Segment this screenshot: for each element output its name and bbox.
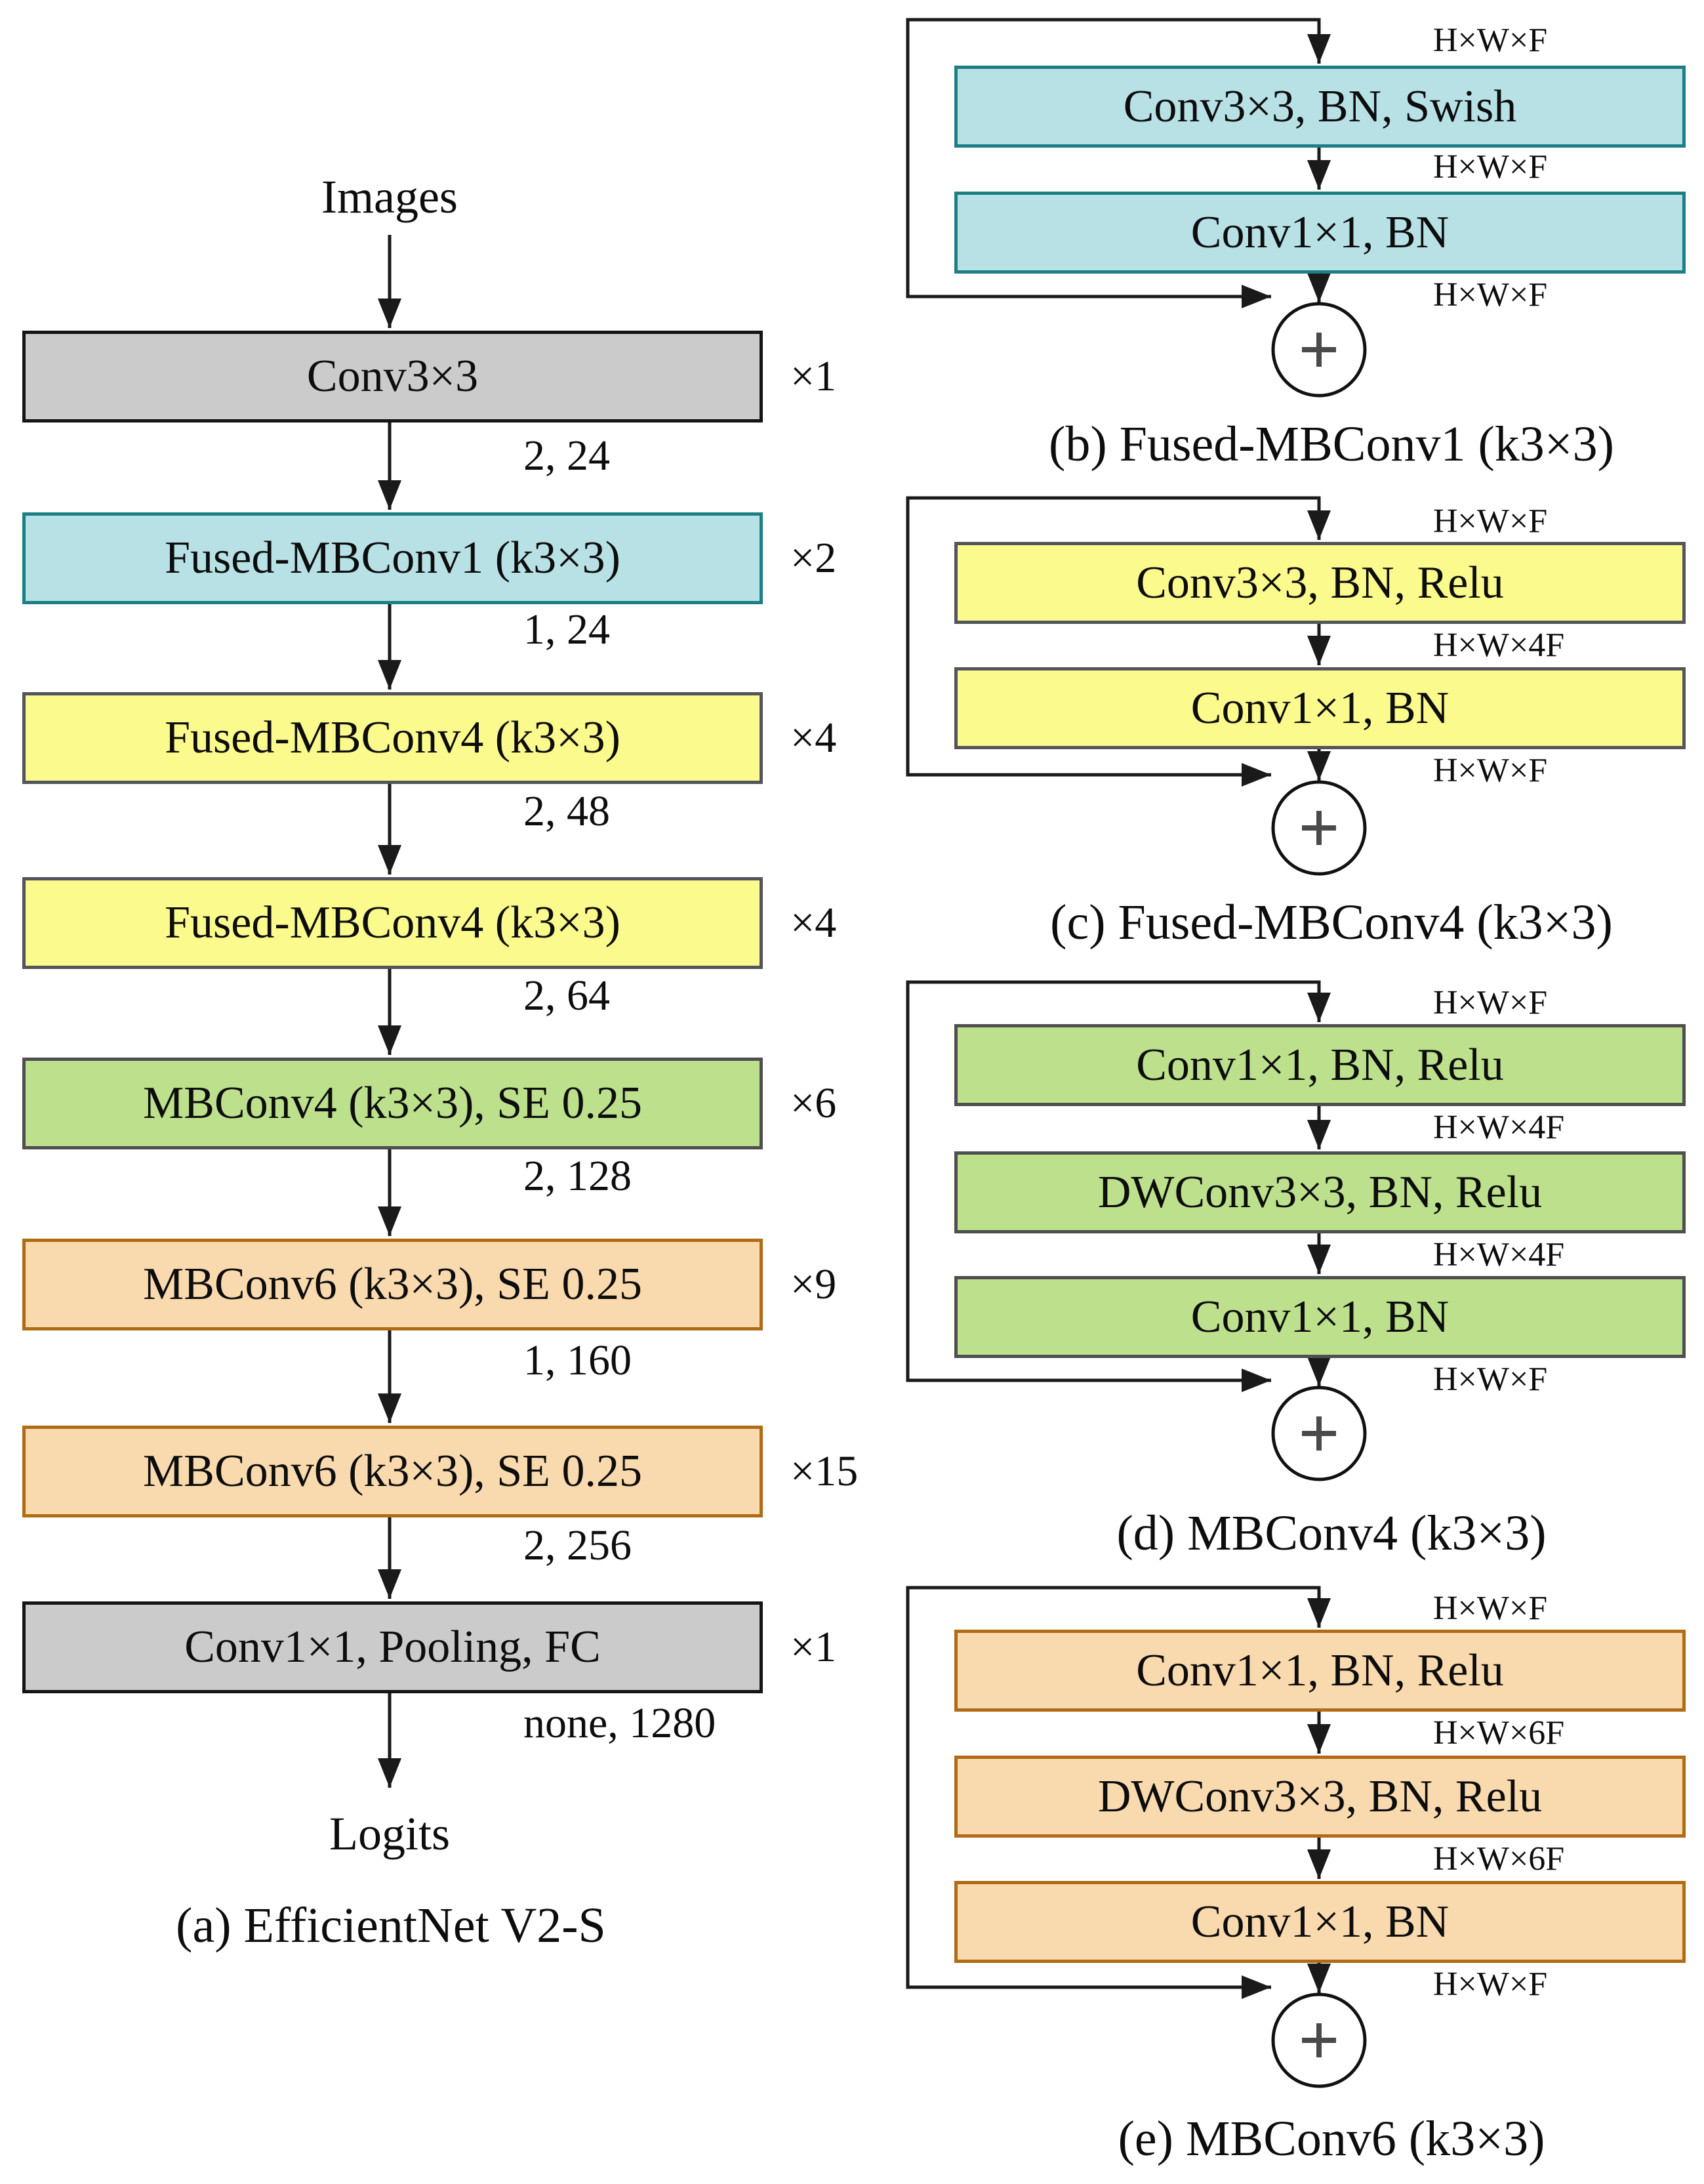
stage-label: Fused-MBConv4 (k3×3)	[165, 712, 620, 763]
panel-caption-a: (a) EfficientNet V2-S	[176, 1898, 606, 1953]
stage-fused-mbconv4-a: Fused-MBConv4 (k3×3)	[22, 692, 763, 784]
stride-channels-label: 1, 24	[523, 606, 610, 653]
plus-icon	[1302, 333, 1336, 367]
add-circle	[1271, 302, 1367, 398]
layer-conv1x1-bn-relu: Conv1×1, BN, Relu	[954, 1630, 1686, 1712]
tensor-shape-label: H×W×4F	[1433, 627, 1565, 664]
tensor-shape-label: H×W×4F	[1433, 1109, 1565, 1146]
stage-label: Fused-MBConv4 (k3×3)	[165, 897, 620, 948]
repeat-count: ×6	[790, 1079, 837, 1127]
layer-conv1x1-bn: Conv1×1, BN	[954, 192, 1686, 274]
stage-conv1x1-pooling-fc: Conv1×1, Pooling, FC	[22, 1601, 763, 1693]
stage-mbconv6-b: MBConv6 (k3×3), SE 0.25	[22, 1426, 763, 1517]
tensor-shape-label: H×W×F	[1433, 984, 1548, 1021]
tensor-shape-label: H×W×F	[1433, 276, 1548, 314]
stage-label: Fused-MBConv1 (k3×3)	[165, 533, 620, 583]
tensor-shape-label: H×W×F	[1433, 1361, 1548, 1398]
layer-label: Conv1×1, BN	[1190, 1291, 1450, 1342]
tensor-shape-label: H×W×6F	[1433, 1714, 1565, 1752]
repeat-count: ×9	[790, 1260, 837, 1308]
repeat-count: ×4	[790, 714, 837, 762]
tensor-shape-label: H×W×F	[1433, 1966, 1548, 2003]
plus-icon	[1302, 1416, 1336, 1451]
tensor-shape-label: H×W×F	[1433, 148, 1548, 186]
stage-label: Conv1×1, Pooling, FC	[184, 1622, 601, 1672]
input-label: Images	[321, 171, 458, 223]
tensor-shape-label: H×W×F	[1433, 503, 1548, 540]
layer-conv3x3-bn-relu: Conv3×3, BN, Relu	[954, 542, 1686, 624]
layer-dwconv3x3-bn-relu: DWConv3×3, BN, Relu	[954, 1151, 1686, 1233]
layer-label: Conv3×3, BN, Relu	[1136, 557, 1504, 608]
stage-label: MBConv4 (k3×3), SE 0.25	[143, 1078, 642, 1128]
tensor-shape-label: H×W×4F	[1433, 1236, 1565, 1273]
layer-conv1x1-bn: Conv1×1, BN	[954, 1276, 1686, 1358]
repeat-count: ×4	[790, 899, 837, 947]
stride-channels-label: 2, 64	[523, 972, 610, 1020]
panel-caption-c: (c) Fused-MBConv4 (k3×3)	[1050, 895, 1613, 950]
panel-caption-b: (b) Fused-MBConv1 (k3×3)	[1049, 417, 1614, 472]
tensor-shape-label: H×W×F	[1433, 1590, 1548, 1627]
stage-fused-mbconv1: Fused-MBConv1 (k3×3)	[22, 512, 763, 604]
panel-caption-d: (d) MBConv4 (k3×3)	[1116, 1506, 1547, 1561]
layer-dwconv3x3-bn-relu: DWConv3×3, BN, Relu	[954, 1756, 1686, 1838]
stage-mbconv6-a: MBConv6 (k3×3), SE 0.25	[22, 1239, 763, 1330]
repeat-count: ×1	[790, 352, 837, 400]
stride-channels-label: 2, 48	[523, 787, 610, 835]
repeat-count: ×2	[790, 534, 837, 582]
stride-channels-label: 2, 256	[523, 1521, 632, 1569]
layer-conv1x1-bn: Conv1×1, BN	[954, 667, 1686, 749]
tensor-shape-label: H×W×6F	[1433, 1840, 1565, 1878]
stage-label: MBConv6 (k3×3), SE 0.25	[143, 1259, 642, 1309]
stage-label: Conv3×3	[306, 351, 479, 402]
add-circle	[1271, 780, 1367, 876]
stage-label: MBConv6 (k3×3), SE 0.25	[143, 1446, 642, 1496]
add-circle	[1271, 1992, 1367, 2088]
layer-label: Conv1×1, BN	[1190, 207, 1450, 258]
stride-channels-label: 2, 128	[523, 1152, 632, 1200]
repeat-count: ×15	[790, 1447, 859, 1495]
stage-fused-mbconv4-b: Fused-MBConv4 (k3×3)	[22, 877, 763, 969]
layer-label: Conv3×3, BN, Swish	[1123, 81, 1517, 132]
layer-label: Conv1×1, BN, Relu	[1136, 1645, 1504, 1696]
stage-mbconv4: MBConv4 (k3×3), SE 0.25	[22, 1058, 763, 1149]
plus-icon	[1302, 2023, 1336, 2057]
tensor-shape-label: H×W×F	[1433, 22, 1548, 59]
layer-label: Conv1×1, BN	[1190, 1896, 1450, 1947]
layer-label: Conv1×1, BN	[1190, 682, 1450, 733]
output-label: Logits	[329, 1807, 450, 1860]
layer-label: DWConv3×3, BN, Relu	[1097, 1771, 1543, 1822]
layer-label: DWConv3×3, BN, Relu	[1097, 1166, 1543, 1218]
stage-conv3x3: Conv3×3	[22, 331, 763, 422]
panel-caption-e: (e) MBConv6 (k3×3)	[1118, 2111, 1545, 2166]
stride-channels-label: 1, 160	[523, 1336, 632, 1384]
stride-channels-label: none, 1280	[523, 1699, 716, 1747]
layer-conv3x3-bn-swish: Conv3×3, BN, Swish	[954, 66, 1686, 148]
layer-conv1x1-bn: Conv1×1, BN	[954, 1881, 1686, 1963]
stride-channels-label: 2, 24	[523, 432, 610, 480]
plus-icon	[1302, 811, 1336, 845]
add-circle	[1271, 1386, 1367, 1481]
repeat-count: ×1	[790, 1623, 837, 1671]
tensor-shape-label: H×W×F	[1433, 752, 1548, 789]
layer-label: Conv1×1, BN, Relu	[1136, 1039, 1504, 1090]
layer-conv1x1-bn-relu: Conv1×1, BN, Relu	[954, 1024, 1686, 1106]
